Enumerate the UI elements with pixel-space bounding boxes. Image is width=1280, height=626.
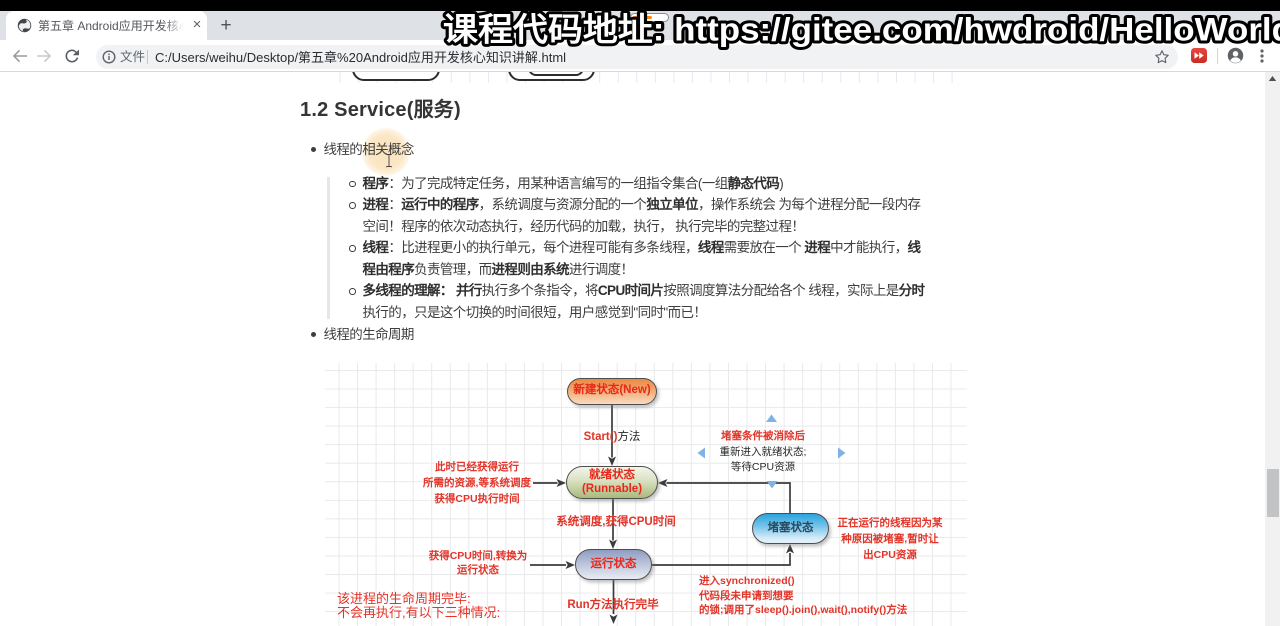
recorder-progress (630, 13, 669, 22)
diagram-label-line: 出CPU资源 (863, 549, 917, 561)
text-cursor (385, 153, 392, 167)
diagram-label-line: 重新进入就绪状态; (719, 445, 807, 458)
list-item: 多线程的理解： 并行执行多个条指令，将CPU时间片按照调度算法分配给各个 线程，… (349, 280, 926, 323)
list-item-thread-concepts: 线程的相关概念 (310, 139, 414, 161)
label-run-done: Run方法执行完毕 (567, 598, 658, 612)
thread-lifecycle-diagram: 新建状态(New) 就绪状态(Runnable) 运行状态 堵塞状态 Start()方法… (325, 363, 967, 626)
diagram-label-line: Run方法执行完毕 (567, 599, 659, 611)
node-label-line: 新建状态(New) (573, 384, 651, 397)
window-top-strip (0, 0, 1280, 11)
diagram-label-line: 此时已经获得运行 (434, 461, 519, 473)
cutoff-flow-box (352, 72, 440, 81)
selection-handles (697, 414, 846, 489)
node-label-line: 运行状态 (590, 557, 637, 570)
list-item-thread-lifecycle: 线程的生命周期 (310, 324, 414, 346)
diagram-label-line: 获得CPU时间,转换为 (428, 550, 528, 562)
toolbar-separator (1217, 48, 1218, 64)
course-watermark-text: 课程代码地址: https://gitee.com/hwdroid/HelloW… (443, 12, 1280, 48)
label-block-cleared: 堵塞条件被消除后重新进入就绪状态; 等待CPU资源 (720, 429, 807, 476)
tab-strip: 第五章 Android应用开发核心知识讲解.html × + (0, 11, 1280, 40)
node-new-state: 新建状态(New) (567, 377, 657, 405)
diagram-connectors (530, 405, 846, 624)
list-item: 程序：为了完成特定任务，用某种语言编写的一组指令集合(一组静态代码) (349, 173, 925, 195)
node-label-line: (Runnable) (581, 482, 643, 495)
url-text[interactable]: C:/Users/weihu/Desktop/第五章%20Android应用开发… (155, 49, 567, 65)
label-sys-schedule: 系统调度,获得CPU时间 (556, 515, 675, 529)
list-item-line: 线程：比进程更小的执行单元，每个进程可能有多条线程，线程需要放在一个 进程中才能… (362, 240, 922, 256)
node-label-line: 堵塞状态 (767, 521, 814, 534)
diagram-label-line: 种原因被堵塞,暂时让 (841, 533, 939, 545)
diagram-label-line: 堵塞条件被消除后 (720, 430, 805, 442)
diagram-label-line: 所需的资源,等系统调度 (423, 477, 531, 489)
previous-diagram-remnant (325, 72, 967, 83)
node-running-state: 运行状态 (575, 549, 652, 580)
label-lifecycle-over: 该进程的生命周期完毕:不会再执行,有以下三种情况: (337, 592, 500, 619)
node-blocked-state: 堵塞状态 (752, 513, 829, 544)
list-item: 进程：运行中的程序，系统调度与资源分配的一个独立单位，操作系统会 为每个进程分配… (349, 194, 925, 237)
new-tab-button[interactable]: + (220, 15, 232, 36)
reload-icon[interactable] (60, 44, 84, 68)
node-runnable-state: 就绪状态(Runnable) (566, 466, 658, 499)
scrollbar-thumb[interactable] (1266, 469, 1279, 517)
file-scheme-chip: 文件 (120, 50, 146, 64)
recorder-progress-fill (633, 15, 652, 19)
concept-sublist: 程序：为了完成特定任务，用某种语言编写的一组指令集合(一组静态代码) 进程：运行中… (349, 173, 926, 324)
tab-title: 第五章 Android应用开发核心知识讲解.html (38, 19, 184, 33)
page-content: 1.2 Service(服务) 线程的相关概念 程序：为了完成特定任务，用某种语… (0, 72, 1265, 626)
label-blocked-reason: 正在运行的线程因为某种原因被堵塞,暂时让出CPU资源 (838, 515, 943, 563)
list-item-line: 空间！程序的依次动态执行，经历代码的加载，执行， 执行完毕的完整过程！ (362, 218, 805, 234)
forward-icon[interactable] (32, 44, 56, 68)
diagram-label-line: 不会再执行,有以下三种情况: (337, 604, 501, 620)
list-item-line: 执行的，只是这个切换的时间很短，用户感觉到"同时"而已！ (362, 304, 707, 320)
list-item-line: 进程：运行中的程序，系统调度与资源分配的一个独立单位，操作系统会 为每个进程分配… (362, 197, 921, 213)
sublist-indent-line (326, 177, 330, 319)
diagram-label-line: 代码段未申请到想要 (699, 589, 794, 602)
diagram-label-line: 该进程的生命周期完毕: (337, 591, 471, 606)
scrollbar[interactable] (1265, 72, 1280, 626)
profile-avatar-icon[interactable] (1227, 47, 1244, 64)
diagram-label-line: Start()方法 (583, 430, 641, 443)
diagram-label-line: 系统调度,获得CPU时间 (556, 516, 676, 528)
list-item-line: 多线程的理解： 并行执行多个条指令，将CPU时间片按照调度算法分配给各个 线程，… (362, 283, 926, 299)
node-label-line: 就绪状态 (589, 469, 635, 481)
label-start-method: Start()方法 (584, 430, 641, 444)
diagram-label-line: 的锁;调用了sleep().join(),wait(),notify()方法 (699, 604, 908, 616)
cutoff-flow-box-inner (528, 72, 584, 76)
label-got-cpu-time: 获得CPU时间,转换为运行状态 (429, 549, 528, 577)
diagram-label-line: 进入synchronized() (699, 575, 795, 587)
video-speed-extension-icon[interactable] (1191, 48, 1207, 63)
bookmark-star-icon[interactable] (1154, 49, 1170, 65)
label-got-resources: 此时已经获得运行所需的资源,等系统调度获得CPU执行时间 (423, 459, 531, 507)
tab-close-icon[interactable]: × (192, 16, 202, 33)
diagram-label-line: 正在运行的线程因为某 (837, 517, 943, 529)
back-icon[interactable] (8, 44, 32, 68)
scrollbar-up-icon[interactable] (1268, 74, 1277, 83)
diagram-label-line: 运行状态 (457, 564, 499, 576)
address-bar[interactable]: 文件 C:/Users/weihu/Desktop/第五章%20Android应… (96, 45, 1178, 69)
globe-favicon (17, 18, 32, 33)
browser-tab[interactable]: 第五章 Android应用开发核心知识讲解.html × (6, 11, 207, 40)
click-highlight (362, 128, 410, 176)
chip-separator (147, 50, 148, 64)
browser-toolbar: 文件 C:/Users/weihu/Desktop/第五章%20Android应… (0, 40, 1280, 72)
section-heading: 1.2 Service(服务) (300, 99, 461, 121)
menu-dots-icon[interactable] (1255, 44, 1269, 68)
diagram-label-line: 获得CPU执行时间 (434, 493, 520, 505)
list-item: 线程：比进程更小的执行单元，每个进程可能有多条线程，线程需要放在一个 进程中才能… (349, 237, 925, 280)
list-item-line: 程序：为了完成特定任务，用某种语言编写的一组指令集合(一组静态代码) (362, 175, 784, 191)
page-info-icon[interactable] (102, 50, 116, 64)
list-item-line: 程由程序负责管理，而进程则由系统进行调度！ (362, 261, 635, 277)
course-watermark: 课程代码地址: https://gitee.com/hwdroid/HelloW… (440, 9, 1280, 51)
diagram-label-line: 等待CPU资源 (730, 461, 796, 474)
label-synchronized: 进入synchronized() 代码段未申请到想要的锁;调用了sleep().j… (699, 574, 907, 618)
